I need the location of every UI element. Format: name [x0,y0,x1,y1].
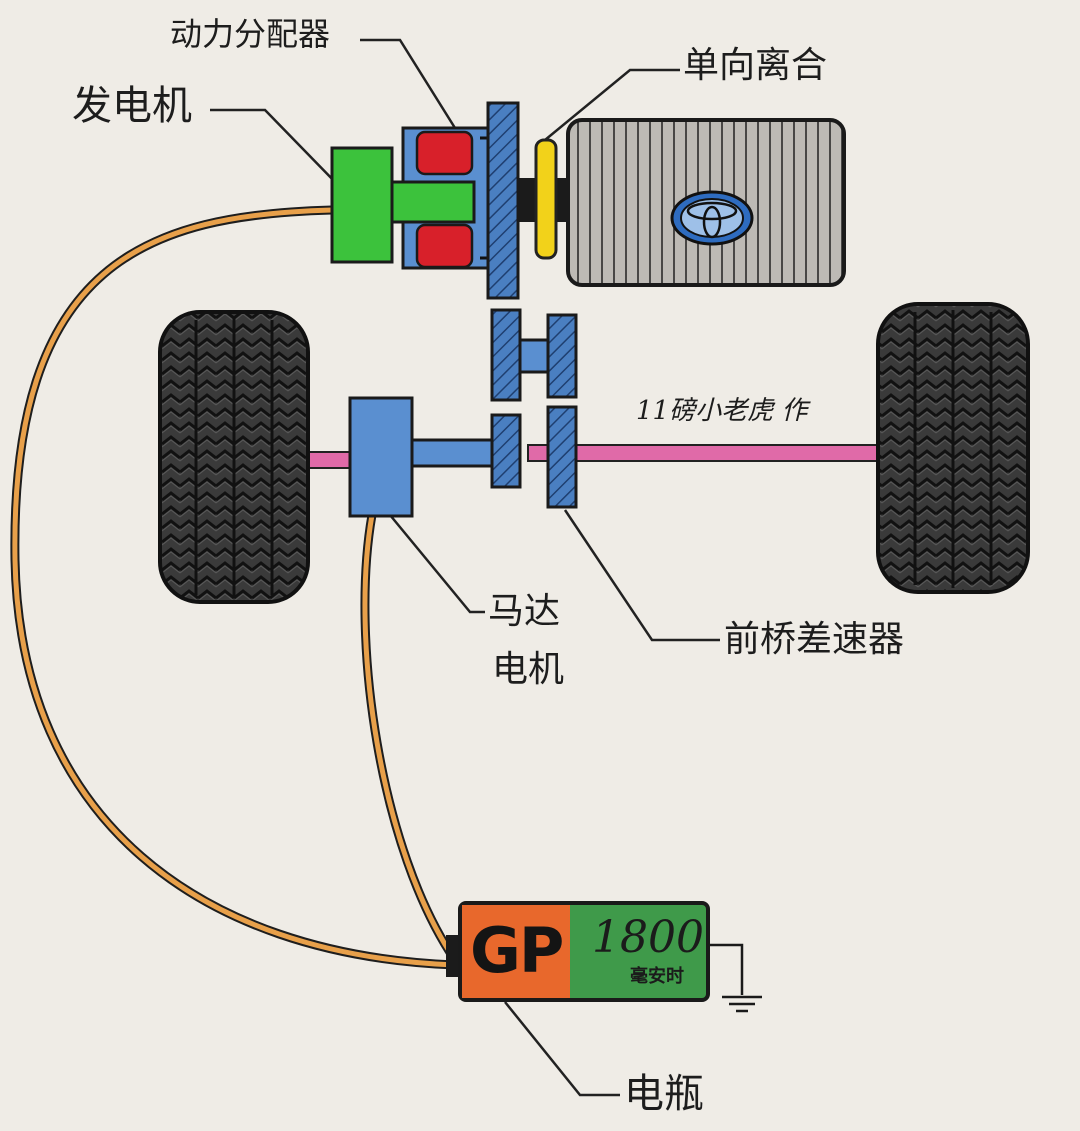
leader-differential [563,509,720,642]
battery-unit: 毫安时 [630,966,684,987]
leader-lines [210,38,720,1097]
right-tire [876,302,1030,594]
label-power-split: 动力分配器 [170,15,331,53]
battery-capacity: 1800 [592,912,704,963]
battery-brand: GP [470,914,564,987]
motor-battery-wire-fill [362,514,458,962]
differential-gear [546,405,578,509]
leader-one-way-clutch [544,68,680,141]
splitter-gear [486,101,520,300]
leader-battery [504,1001,620,1097]
motor-shaft [410,438,496,468]
label-credit: 11磅小老虎 作 [636,396,808,426]
motor-gear [490,413,522,489]
label-one-way-clutch: 单向离合 [683,45,828,86]
leader-generator [210,108,339,186]
battery-cell [446,901,710,1002]
label-generator: 发电机 [72,83,192,129]
generator-shaft [390,180,476,224]
left-axle [304,451,356,469]
right-axle [527,444,881,462]
left-tire [158,310,310,604]
magnet-bottom [415,223,474,269]
engine [566,118,846,287]
generator [330,146,394,264]
magnet-top [415,130,474,176]
leader-motor [389,514,485,614]
toyota-logo-icon [670,190,754,246]
ground-symbol-icon [708,943,762,1013]
label-motor-line1: 马达 [488,591,561,632]
label-motor-line2: 电机 [492,649,565,690]
one-way-clutch [534,138,558,260]
counter-gear [490,308,578,402]
leader-power-split [360,38,457,129]
generator-battery-wire-fill [12,207,456,968]
label-front-differential: 前桥差速器 [724,619,905,660]
motor-generator [348,396,414,518]
label-battery: 电瓶 [624,1071,704,1117]
